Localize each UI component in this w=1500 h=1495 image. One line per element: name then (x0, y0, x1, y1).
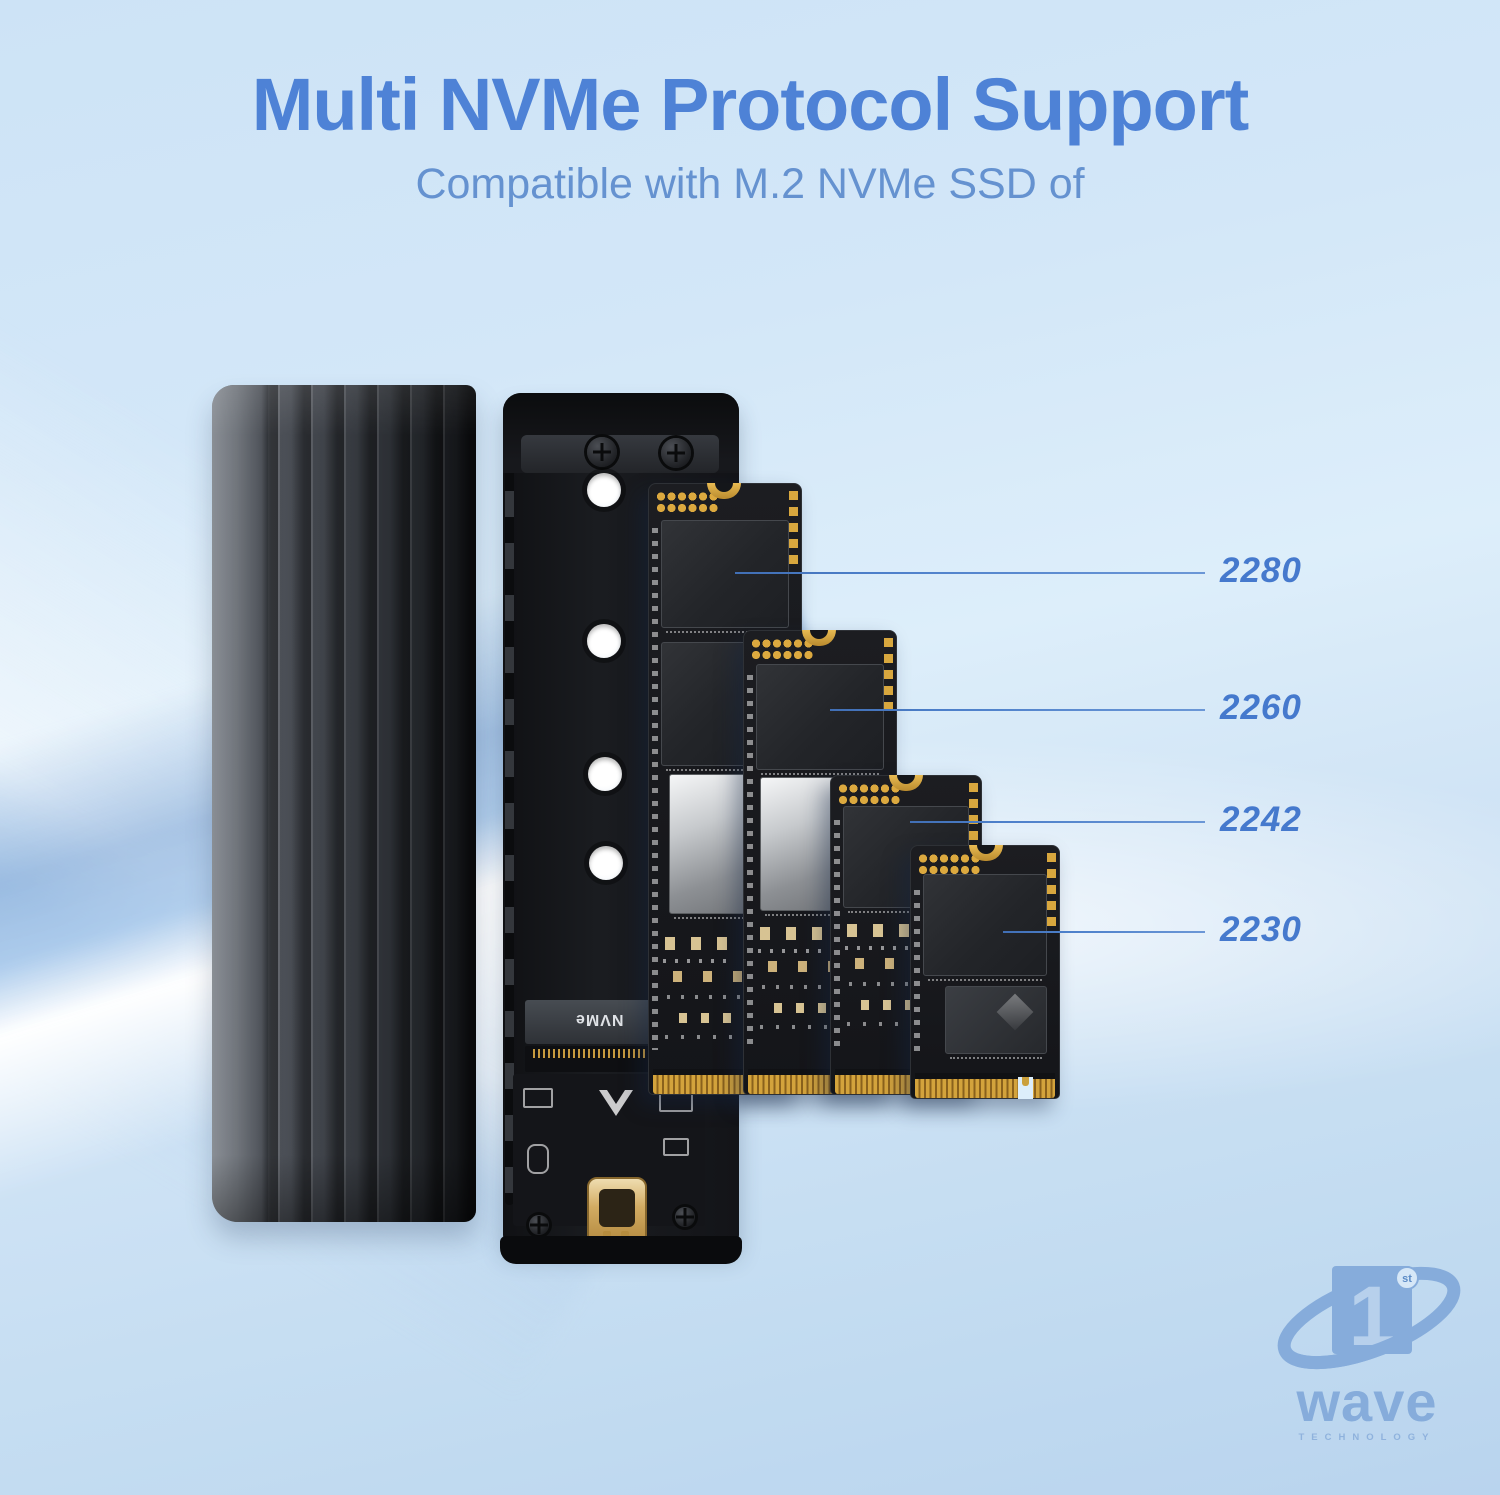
first-wave-logo-mark: 1 st (1277, 1266, 1461, 1370)
nvme-slot-text: NVMe (575, 1011, 624, 1028)
standoff-hole-2242 (588, 757, 622, 791)
nand-chip (661, 520, 789, 633)
standoff-hole-2230 (589, 846, 623, 880)
silkscreen-column (914, 890, 920, 1054)
silkscreen-mark (663, 1138, 689, 1156)
edge-test-pads (884, 638, 893, 716)
nand-chip (923, 874, 1047, 981)
screw-icon (661, 438, 691, 468)
silkscreen-column (652, 528, 658, 1050)
screw-icon (529, 1215, 549, 1235)
size-label-2260: 2260 (1220, 688, 1302, 727)
silkscreen-mark (527, 1144, 549, 1174)
screw-icon (675, 1207, 695, 1227)
size-label-2280: 2280 (1220, 551, 1302, 590)
brand-name: wave (1296, 1370, 1438, 1433)
mount-pads (656, 491, 719, 514)
callout-line (1003, 931, 1205, 933)
enclosure-case (212, 385, 476, 1222)
callout-line (830, 709, 1205, 711)
nand-chip (756, 664, 884, 775)
edge-connector (915, 1073, 1055, 1098)
tray-bottom-cap (500, 1236, 742, 1264)
mount-pads (918, 853, 981, 876)
silkscreen-column (747, 675, 753, 1050)
brand-logo: 1 st wave TECHNOLOGY (1272, 1262, 1462, 1448)
standoff-hole-2280 (587, 473, 621, 507)
nand-chip-branded (945, 986, 1047, 1059)
callout-line (735, 572, 1205, 574)
edge-test-pads (1047, 853, 1056, 931)
page-subtitle: Compatible with M.2 NVMe SSD of (415, 160, 1085, 208)
brand-tagline: TECHNOLOGY (1298, 1432, 1436, 1443)
edge-test-pads (789, 491, 798, 569)
ssd-2230 (910, 845, 1060, 1099)
screw-notch (969, 845, 1003, 861)
size-label-2242: 2242 (1220, 800, 1302, 839)
mount-pads (751, 638, 814, 661)
silkscreen-column (834, 820, 840, 1050)
screw-icon (587, 437, 617, 467)
size-label-2230: 2230 (1220, 910, 1302, 949)
logo-ordinal: st (1402, 1273, 1412, 1285)
page-title: Multi NVMe Protocol Support (251, 63, 1250, 146)
connector-key-notch (1018, 1077, 1033, 1099)
callout-line (910, 821, 1205, 823)
silkscreen-mark (523, 1088, 553, 1108)
standoff-hole-2260 (587, 624, 621, 658)
pcb-logo-icon (599, 1090, 633, 1116)
mount-pads (838, 783, 901, 806)
